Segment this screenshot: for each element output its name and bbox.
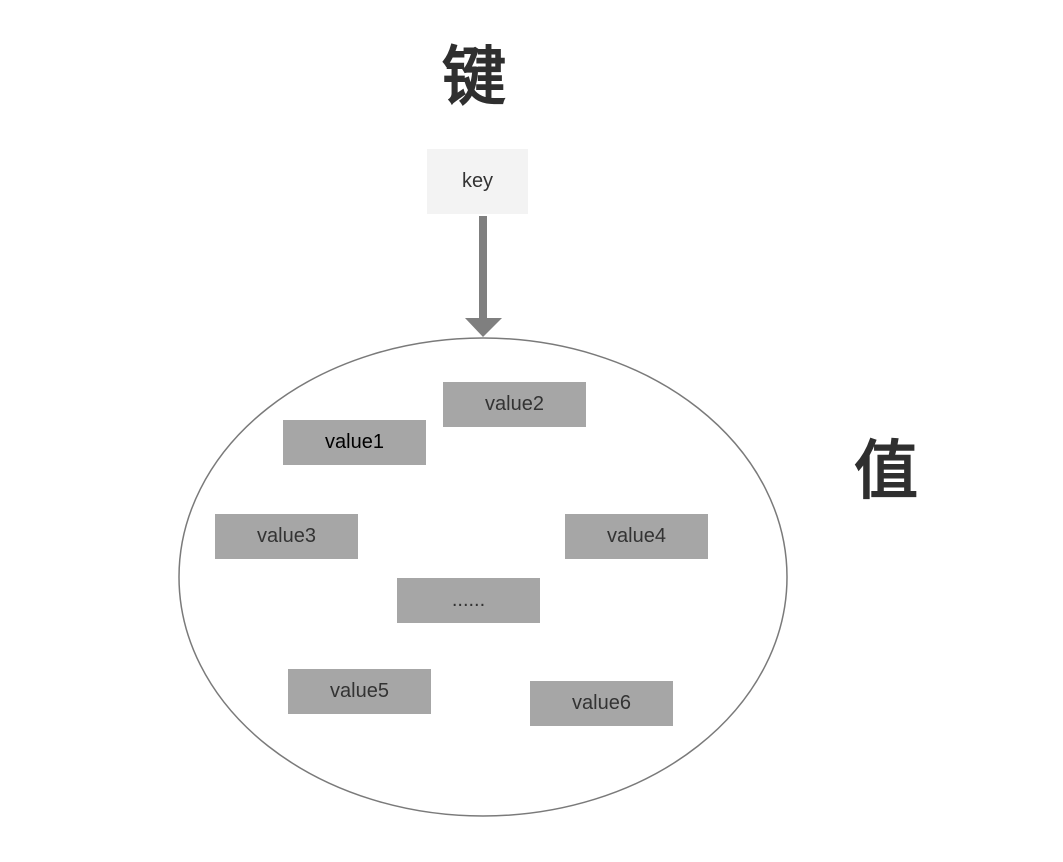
key-box: key (427, 149, 528, 214)
value-box-6: value6 (530, 681, 673, 726)
value-box-2: value2 (443, 382, 586, 427)
value-box-3: value3 (215, 514, 358, 559)
value-box-4: value4 (565, 514, 708, 559)
value-box-1: value1 (283, 420, 426, 465)
arrow-shaft (479, 216, 487, 320)
key-heading: 键 (442, 41, 506, 115)
value-box-5: value5 (288, 669, 431, 714)
value-box-ellipsis: ...... (397, 578, 540, 623)
value-heading: 值 (854, 435, 918, 509)
arrow-head (465, 318, 502, 337)
